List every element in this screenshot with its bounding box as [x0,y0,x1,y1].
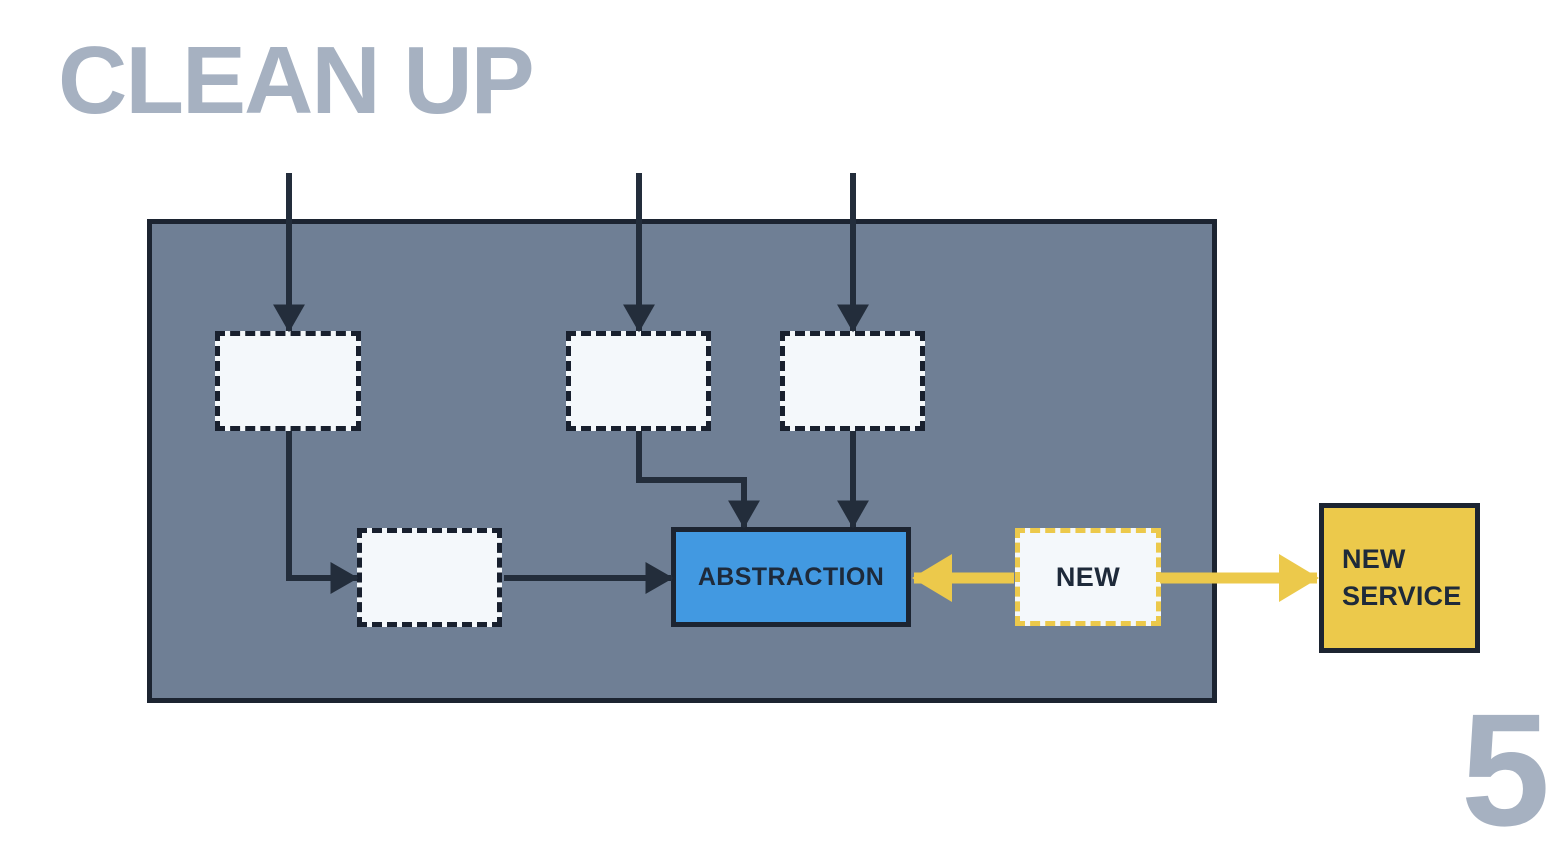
system-boundary-box [147,219,1217,703]
legacy-component-box-3 [780,331,925,431]
abstraction-node: ABSTRACTION [671,527,911,627]
new-component-label: NEW [1055,561,1121,592]
abstraction-label: ABSTRACTION [697,562,885,591]
page-number: 5 [1461,680,1550,848]
new-service-label-line-2: SERVICE [1342,581,1462,611]
new-component-node: NEW [1015,528,1161,626]
legacy-component-box-2 [566,331,711,431]
new-service-node: NEW SERVICE [1319,503,1480,653]
new-service-label-line-1: NEW [1342,544,1406,574]
slide-title: CLEAN UP [58,27,535,134]
legacy-component-box-1 [215,331,361,431]
legacy-component-box-4 [357,528,502,627]
